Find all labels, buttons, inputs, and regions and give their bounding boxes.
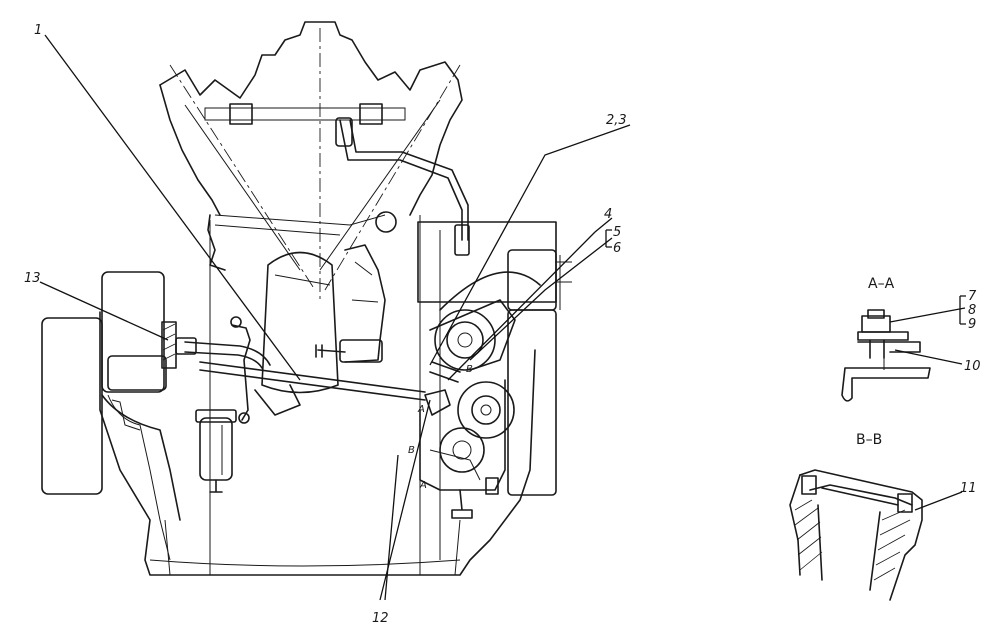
callout-11: 11 — [960, 481, 977, 496]
section-title-aa: A–A — [868, 276, 895, 292]
callout-1: 1 — [34, 23, 42, 38]
fuel-filter — [195, 316, 251, 493]
callout-4: 4 — [604, 207, 612, 222]
leader-13 — [39, 281, 169, 341]
callout-9: 9 — [968, 317, 976, 332]
view-markers: A A B B — [408, 364, 473, 491]
section-title-bb: B–B — [856, 432, 882, 448]
leader-1 — [44, 34, 301, 381]
callout-labels: 1 2,3 4 5 6 13 12 7 8 9 10 11 — [24, 23, 981, 626]
air-filter-housing — [254, 251, 339, 416]
leader-12b — [384, 454, 399, 601]
leader-4 — [447, 217, 613, 381]
chassis-frame — [41, 215, 572, 576]
callout-2-3: 2,3 — [606, 113, 627, 128]
callout-6: 6 — [613, 241, 621, 256]
callout-12: 12 — [372, 611, 389, 626]
callout-10: 10 — [964, 359, 981, 374]
pump-assembly — [419, 271, 541, 519]
section-titles: A–A B–B — [856, 276, 895, 448]
view-marker-b-lower: B — [466, 364, 473, 375]
callout-13: 13 — [24, 271, 41, 286]
leader-5-6 — [469, 237, 613, 361]
view-marker-a-lower: A — [419, 480, 427, 491]
injection-pump — [339, 244, 386, 363]
bracket-5-6 — [605, 229, 612, 248]
view-marker-a-upper: A — [417, 404, 425, 415]
section-aa-detail — [841, 309, 931, 402]
leader-7-9 — [889, 307, 966, 323]
engine-block — [159, 21, 463, 300]
mounting-bracket — [161, 321, 197, 369]
view-marker-b-upper: B — [408, 445, 415, 456]
section-bb-detail — [789, 469, 923, 601]
bracket-7-9 — [959, 295, 966, 325]
leader-11 — [914, 491, 963, 511]
leader-lines — [39, 34, 966, 601]
leader-10 — [894, 349, 963, 365]
callout-5: 5 — [613, 225, 621, 240]
leader-2-3 — [429, 124, 631, 366]
fuel-lines — [184, 117, 470, 401]
callout-8: 8 — [968, 303, 976, 318]
callout-7: 7 — [968, 289, 977, 304]
